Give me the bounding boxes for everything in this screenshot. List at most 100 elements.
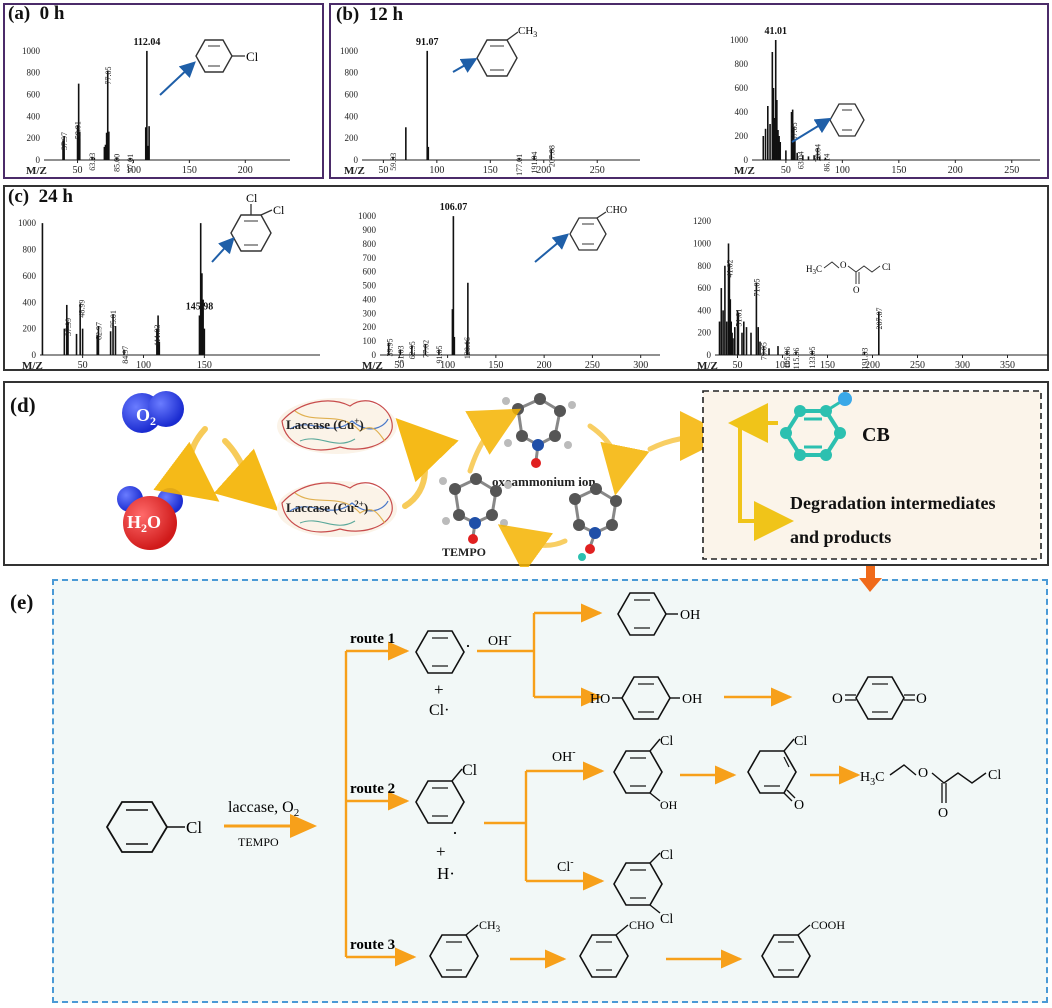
peak-label: 177.01: [515, 154, 524, 176]
x-tick-label: 50: [733, 360, 743, 371]
peak-label: 75.01: [109, 310, 118, 328]
y-tick-label: 200: [363, 322, 377, 332]
panel-a-frame: [3, 3, 324, 179]
svg-text:OH: OH: [680, 608, 700, 623]
peak-label: 63.04: [797, 151, 806, 169]
cycle-arrow-1: [153, 426, 220, 502]
y-tick-label: 800: [698, 261, 712, 271]
peak-label: 63.03: [88, 153, 97, 171]
y-tick-label: 200: [345, 133, 359, 143]
y-tick-label: 0: [32, 350, 37, 360]
arrow-c-middle: [534, 233, 570, 263]
peak-label: 111.03: [153, 325, 162, 346]
x-tick-label: 350: [1000, 360, 1015, 371]
svg-text:Cl: Cl: [273, 203, 285, 217]
x-tick-label: 100: [136, 360, 151, 371]
y-tick-label: 1000: [730, 35, 749, 45]
x-tick-label: 100: [429, 165, 444, 176]
degradation-pathway: Cl laccase, O2 TEMPO route 1 route 2 rou…: [105, 592, 1001, 978]
arrow-b-right: [791, 117, 832, 143]
y-tick-label: 200: [27, 133, 41, 143]
laccase-top-label: Laccase (Cu+): [286, 416, 364, 432]
ethyl-chloropropanoate: H3C O Cl O: [860, 764, 1001, 821]
plus-1: +: [434, 680, 444, 699]
h-radical: H·: [437, 864, 455, 883]
laccase-protein-bottom: [277, 481, 397, 537]
svg-text:O: O: [840, 260, 847, 270]
svg-text:OH: OH: [682, 692, 702, 707]
route1-label: route 1: [350, 631, 395, 647]
y-tick-label: 200: [698, 328, 712, 338]
arrow-c-left: [211, 237, 235, 263]
peak-label: 71.05: [752, 279, 761, 297]
x-tick-label: 50: [378, 165, 388, 176]
peak-label-main: 106.07: [440, 202, 468, 213]
y-tick-label: 700: [363, 253, 377, 263]
x-tick-label: 150: [488, 360, 503, 371]
cycle-arrow-2: [213, 438, 279, 512]
panel-c-frame: [3, 185, 1049, 371]
peak-label: 59.03: [389, 153, 398, 171]
y-tick-label: 400: [345, 111, 359, 121]
svg-text:Cl: Cl: [660, 734, 673, 749]
y-tick-label: 500: [363, 281, 377, 291]
cl-text: Cl: [246, 49, 259, 64]
svg-text:Cl: Cl: [794, 734, 807, 749]
svg-text:O: O: [832, 691, 843, 707]
benzaldehyde-structure-c: CHO: [569, 205, 627, 251]
x-tick-label: 250: [910, 360, 925, 371]
benzoic-acid: COOH: [761, 918, 845, 978]
y-tick-label: 800: [23, 245, 37, 255]
mechanism-diagram: O2 H2O Laccase (Cu+) Laccase (Cu2+): [117, 390, 1042, 567]
benzene-structure-b: [829, 103, 865, 137]
y-tick-label: 200: [23, 324, 37, 334]
hydroxylamine-molecule: [569, 483, 622, 561]
peak-label: 97.01: [126, 154, 135, 172]
toluene-structure-b: CH3: [476, 25, 537, 77]
peak-label: 120.16: [463, 337, 472, 359]
y-tick-label: 600: [698, 283, 712, 293]
peak-label: 51.01: [734, 309, 743, 327]
y-tick-label: 0: [744, 155, 749, 165]
panel-e-frame: [52, 579, 1048, 1003]
peak-label: 91.05: [435, 345, 444, 363]
x-tick-label: 200: [536, 165, 551, 176]
degradation-line-1: Degradation intermediates: [790, 493, 995, 513]
svg-text:O: O: [938, 806, 948, 821]
y-tick-label: 100: [363, 336, 377, 346]
panel-d-label: (d): [10, 393, 36, 417]
laccase-o2-label: laccase, O2: [228, 799, 299, 819]
y-tick-label: 400: [698, 305, 712, 315]
toluene: CH3: [429, 918, 501, 978]
oh-minus-1: OH-: [488, 631, 512, 649]
route2-label: route 2: [350, 781, 395, 797]
peak-label: 85.00: [113, 154, 122, 172]
svg-text:Cl: Cl: [246, 191, 258, 205]
panel-e-label: (e): [10, 590, 34, 614]
x-tick-label: 150: [197, 360, 212, 371]
peak-label: 191.04: [530, 152, 539, 174]
dichlorobenzene: Cl Cl: [613, 848, 673, 927]
svg-text:H3C: H3C: [860, 770, 884, 788]
x-tick-label: 250: [590, 165, 605, 176]
svg-text:O: O: [916, 691, 927, 707]
axis-label-mz: M/Z: [26, 165, 47, 177]
y-tick-label: 1000: [358, 211, 377, 221]
svg-text:O: O: [853, 285, 860, 295]
axis-label-mz: M/Z: [362, 360, 383, 372]
peak-label-main: 112.04: [133, 37, 160, 48]
y-tick-label: 800: [27, 68, 41, 78]
y-tick-label: 600: [363, 267, 377, 277]
x-tick-label: 200: [865, 360, 880, 371]
y-tick-label: 0: [372, 350, 377, 360]
y-tick-label: 0: [36, 155, 41, 165]
svg-text:Cl: Cl: [462, 762, 478, 779]
y-tick-label: 400: [735, 107, 749, 117]
svg-text:O: O: [794, 798, 804, 813]
svg-text:·: ·: [452, 823, 458, 843]
peak-label-main: 91.07: [416, 37, 439, 48]
peak-label: 77.05: [104, 67, 113, 85]
svg-text:O: O: [918, 766, 928, 781]
oxoammonium-label: oxoammonium ion: [492, 474, 596, 489]
